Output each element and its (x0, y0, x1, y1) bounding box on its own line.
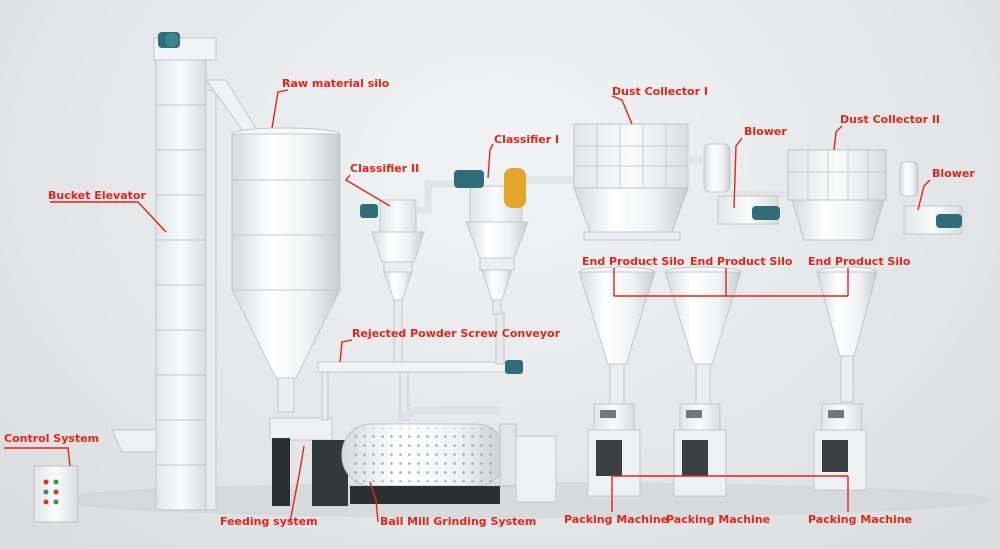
label-feeding-system: Feeding system (220, 515, 318, 528)
classifier-ii (371, 180, 470, 363)
label-end-product-silo-3: End Product Silo (808, 255, 911, 268)
classifier-ii-motor-icon (360, 204, 378, 218)
label-packing-machine-1: Packing Machine (564, 513, 669, 526)
label-bucket-elevator: Bucket Elevator (48, 189, 146, 202)
label-end-product-silo-1: End Product Silo (582, 255, 685, 268)
dust-collector-ii (787, 149, 919, 241)
classifier-i-motor-icon (454, 168, 526, 208)
packing-machine-2 (673, 403, 727, 497)
blower-2 (903, 205, 963, 235)
blower-1 (717, 195, 780, 225)
classifier-i (465, 176, 576, 315)
bucket-elevator (111, 37, 259, 511)
raw-material-silo (231, 127, 341, 413)
packing-machine-3 (813, 403, 867, 491)
ball-mill (341, 423, 557, 504)
label-dust-collector-ii: Dust Collector II (840, 113, 941, 126)
label-control-system: Control System (4, 432, 100, 445)
end-product-silo-2 (664, 266, 742, 405)
conveyor-motor-icon (505, 360, 523, 374)
leader-lines (4, 89, 931, 523)
label-packing-machine-3: Packing Machine (808, 513, 913, 526)
label-raw-material-silo: Raw material silo (282, 77, 390, 90)
label-ball-mill-grinding-system: Ball Mill Grinding System (380, 515, 537, 528)
end-product-silo-1 (578, 266, 656, 405)
label-classifier-ii: Classifier II (350, 162, 420, 175)
dust-collector-i (573, 123, 790, 241)
label-rejected-powder-screw-conveyor: Rejected Powder Screw Conveyor (352, 327, 561, 340)
label-blower-1: Blower (744, 125, 787, 138)
control-cabinet (33, 465, 79, 523)
label-blower-2: Blower (932, 167, 975, 180)
label-end-product-silo-2: End Product Silo (690, 255, 793, 268)
feeding-system (269, 417, 348, 506)
label-dust-collector-i: Dust Collector I (612, 85, 708, 98)
label-classifier-i: Classifier I (494, 133, 560, 146)
packing-machine-1 (587, 403, 641, 497)
elevator-motor-icon (158, 32, 180, 48)
end-product-silo-3 (816, 266, 878, 403)
label-packing-machine-2: Packing Machine (666, 513, 771, 526)
